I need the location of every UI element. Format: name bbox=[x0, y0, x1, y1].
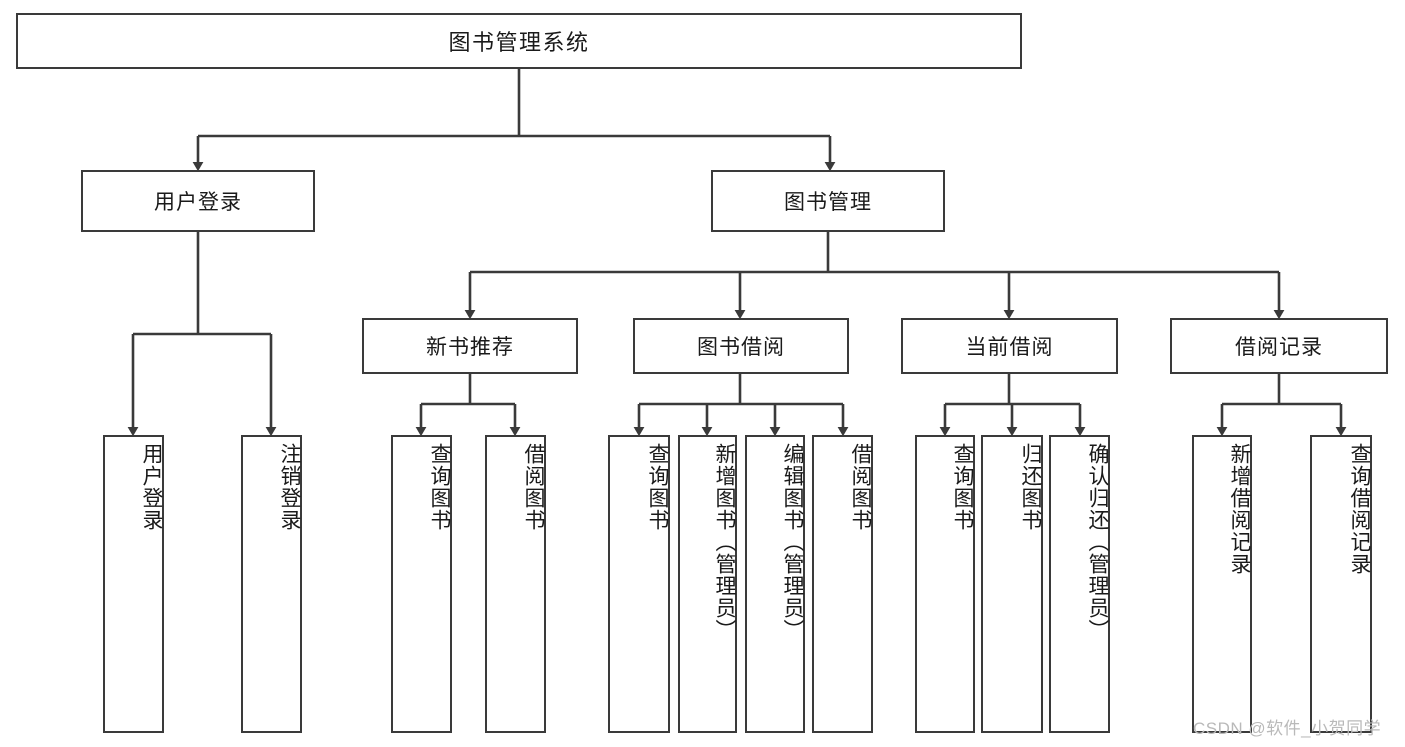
node-leaf-label: 编辑图书（管理员） bbox=[781, 443, 804, 641]
node-user-login[interactable]: 用户登录 bbox=[81, 170, 315, 232]
node-leaf-label: 归还图书 bbox=[1019, 443, 1042, 531]
node-book-manage[interactable]: 图书管理 bbox=[711, 170, 945, 232]
node-leaf-query-book-current[interactable]: 查询图书 bbox=[915, 435, 975, 733]
node-leaf-query-book-recommend[interactable]: 查询图书 bbox=[391, 435, 452, 733]
node-leaf-query-book-borrow[interactable]: 查询图书 bbox=[608, 435, 670, 733]
node-leaf-label: 新增图书（管理员） bbox=[713, 443, 736, 641]
watermark: CSDN @软件_小贺同学 bbox=[1193, 719, 1382, 738]
node-leaf-add-borrow-record[interactable]: 新增借阅记录 bbox=[1192, 435, 1252, 733]
node-borrow-record[interactable]: 借阅记录 bbox=[1170, 318, 1388, 374]
node-leaf-return-book[interactable]: 归还图书 bbox=[981, 435, 1043, 733]
node-leaf-logout-login[interactable]: 注销登录 bbox=[241, 435, 302, 733]
node-leaf-label: 新增借阅记录 bbox=[1228, 443, 1251, 575]
node-leaf-label: 查询图书 bbox=[951, 443, 974, 531]
node-root[interactable]: 图书管理系统 bbox=[16, 13, 1022, 69]
node-leaf-query-borrow-record[interactable]: 查询借阅记录 bbox=[1310, 435, 1372, 733]
node-leaf-user-login[interactable]: 用户登录 bbox=[103, 435, 164, 733]
node-new-book-recommend[interactable]: 新书推荐 bbox=[362, 318, 578, 374]
node-leaf-borrow-book-recommend[interactable]: 借阅图书 bbox=[485, 435, 546, 733]
node-leaf-label: 用户登录 bbox=[140, 443, 163, 531]
node-current-borrow[interactable]: 当前借阅 bbox=[901, 318, 1118, 374]
node-leaf-borrow-book[interactable]: 借阅图书 bbox=[812, 435, 873, 733]
node-leaf-label: 确认归还（管理员） bbox=[1086, 443, 1109, 641]
node-leaf-confirm-return-admin[interactable]: 确认归还（管理员） bbox=[1049, 435, 1110, 733]
node-leaf-label: 查询图书 bbox=[646, 443, 669, 531]
node-leaf-label: 借阅图书 bbox=[849, 443, 872, 531]
node-leaf-edit-book-admin[interactable]: 编辑图书（管理员） bbox=[745, 435, 805, 733]
node-leaf-label: 查询借阅记录 bbox=[1348, 443, 1371, 575]
node-leaf-add-book-admin[interactable]: 新增图书（管理员） bbox=[678, 435, 737, 733]
node-leaf-label: 查询图书 bbox=[428, 443, 451, 531]
node-book-borrow[interactable]: 图书借阅 bbox=[633, 318, 849, 374]
node-leaf-label: 借阅图书 bbox=[522, 443, 545, 531]
node-leaf-label: 注销登录 bbox=[278, 443, 301, 531]
